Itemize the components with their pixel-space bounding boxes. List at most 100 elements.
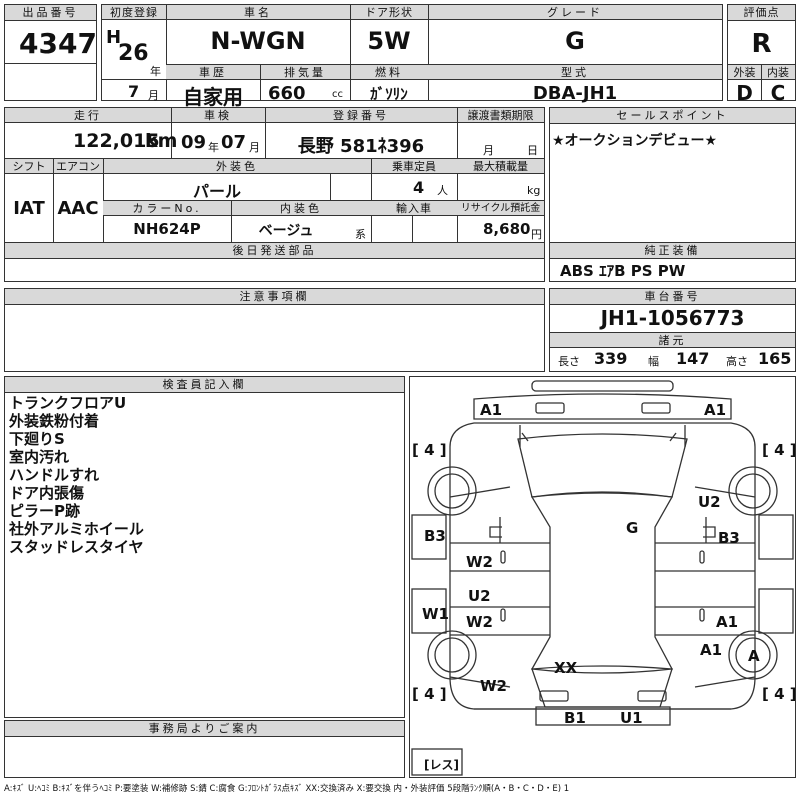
damage-mark: A1 [700,641,722,659]
recycle-value: 8,680 [483,220,531,238]
mileage-unit: km [145,130,178,152]
car-diagram: A1 A1 G U2 B3 B3 W2 U2 W2 W1 A1 A1 A XX … [409,376,796,778]
damage-mark: B1 [564,709,586,727]
tire-mark: [ 4 ] [762,685,795,703]
transfer-day-unit: 日 [527,144,538,157]
transfer-month-unit: 月 [483,144,494,157]
car-name-label: 車名 [166,5,350,20]
damage-mark: A1 [704,401,726,419]
damage-mark: W2 [466,613,493,631]
inspector-line: トランクフロアU [9,394,127,412]
history-value: 自家用 [183,85,243,109]
first-reg-label: 初度登録 [102,5,166,20]
first-reg-month: 7 [128,82,140,101]
first-reg-era: H [106,27,122,48]
color-no-value: NH624P [133,220,201,238]
spec-height-value: 165 [758,349,792,368]
inspector-line: ドア内張傷 [9,484,85,502]
damage-mark: W2 [466,553,493,571]
plate-value: 長野 581ﾈ396 [297,136,425,157]
ext-grade-label: 外装 [728,65,761,80]
vehicle-header-box: 初度登録 車名 ドア形状 グレード H 26 年 7 月 N-WGN 5W G … [101,4,723,109]
damage-mark: U1 [620,709,643,727]
chassis-value: JH1-1056773 [600,306,745,330]
ext-color-label: 外装色 [103,159,371,174]
aircon-value: AAC [57,198,99,219]
door-type: 5W [367,27,411,55]
inspection-year-unit: 年 [208,141,219,154]
inspection-label: 車検 [171,108,265,123]
displacement-label: 排気量 [260,65,350,80]
inspector-line: 社外アルミホイール [9,520,144,538]
damage-mark: U2 [698,493,721,511]
history-label: 車歴 [166,65,260,80]
score-value: R [751,29,772,59]
office-label: 事務局よりご案内 [5,721,404,737]
notes-label: 注意事項欄 [5,289,544,305]
max-load-label: 最大積載量 [457,159,544,174]
inspector-line: ハンドルすれ [9,466,100,484]
spec-width-value: 147 [676,349,710,368]
displacement-value: 660 [268,83,306,104]
first-reg-year: 26 [118,41,149,66]
lot-label: 出品番号 [5,5,96,21]
first-reg-year-unit: 年 [150,65,161,78]
grade-value: G [565,27,585,55]
genuine-equip-value: ABS ｴｱB PS PW [560,262,686,280]
int-color-label: 内装色 [231,201,371,216]
damage-mark: A1 [480,401,502,419]
lot-number: 4347 [19,27,97,60]
damage-mark: A1 [716,613,738,631]
damage-mark: W1 [422,605,449,623]
inspection-month-unit: 月 [249,141,260,154]
inspector-line: ピラーP跡 [9,502,80,520]
legend-text: A:ｷｽﾞ U:ﾍｺﾐ B:ｷｽﾞを伴うﾍｺﾐ P:要塗装 W:補修跡 S:錆 … [4,784,570,794]
specs-label: 諸元 [550,333,795,348]
genuine-equip-label: 純正装備 [550,243,795,259]
shift-value: IAT [13,198,45,219]
model-label: 型式 [428,65,722,80]
sales-point-box: セールスポイント ★オークションデビュー★ [549,107,796,243]
info-box: 走行 車検 登録番号 譲渡書類期限 122,015 km 09 年 07 月 長… [4,107,545,243]
displacement-unit: cc [332,89,343,100]
damage-mark: A [748,647,760,665]
capacity-label: 乗車定員 [371,159,457,174]
sales-point-text: ★オークションデビュー★ [552,133,718,149]
inspector-box: 検査員記入欄 トランクフロアU 外装鉄粉付着 下廻りS 室内汚れ ハンドルすれ … [4,376,405,718]
sales-point-label: セールスポイント [550,108,795,124]
plate-label: 登録番号 [265,108,457,123]
transfer-label: 譲渡書類期限 [457,108,544,123]
damage-mark: B3 [718,529,740,547]
tire-mark: [ 4 ] [412,685,447,703]
capacity-value: 4 [413,178,425,197]
damage-mark: W2 [480,677,507,695]
later-parts-label: 後日発送部品 [5,243,544,259]
spec-height-label: 高さ [726,355,748,368]
spec-width-label: 幅 [648,355,659,368]
tire-mark: [ 4 ] [762,441,795,459]
mileage-value: 122,015 [73,130,160,152]
spec-length-label: 長さ [558,355,580,368]
shift-label: シフト [5,159,53,174]
mileage-label: 走行 [5,108,171,123]
office-box: 事務局よりご案内 [4,720,405,778]
inspection-month: 07 [221,132,247,153]
damage-mark: G [626,519,638,537]
inspector-lines: トランクフロアU 外装鉄粉付着 下廻りS 室内汚れ ハンドルすれ ドア内張傷 ピ… [9,394,144,556]
no-spare-label: [レス] [424,758,459,772]
damage-mark: U2 [468,587,491,605]
inspector-line: 室内汚れ [9,448,70,466]
notes-box: 注意事項欄 [4,288,545,372]
tire-mark: [ 4 ] [412,441,447,459]
inspection-year: 09 [181,132,207,153]
grade-label: グレード [428,5,722,20]
int-grade-value: C [770,81,786,105]
fuel-label: 燃料 [350,65,428,80]
ext-grade-value: D [736,81,753,105]
score-label: 評価点 [728,5,795,21]
damage-mark: B3 [424,527,446,545]
car-name: N-WGN [210,27,306,55]
inspector-line: 下廻りS [9,430,65,448]
inspector-line: 外装鉄粉付着 [9,412,100,430]
first-reg-month-unit: 月 [148,89,159,102]
